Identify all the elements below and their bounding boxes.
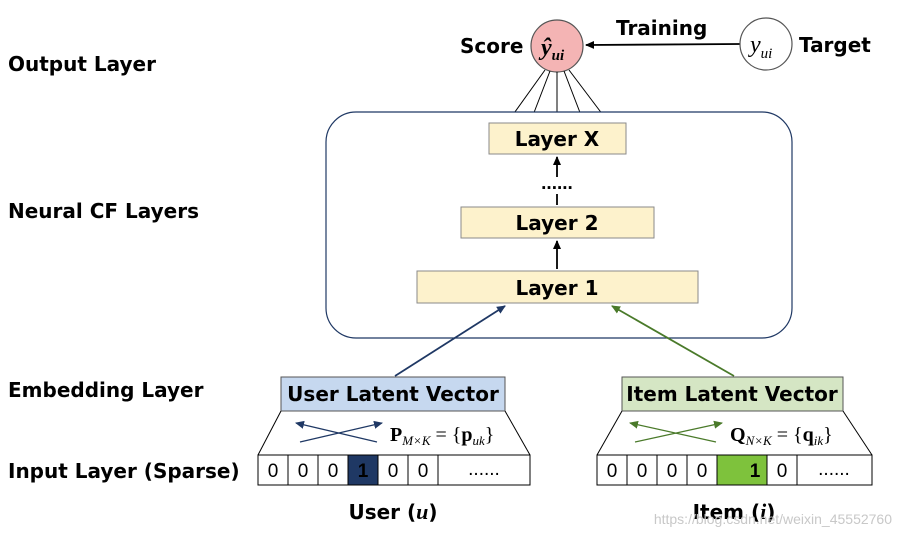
layer-x-label: Layer X <box>515 127 600 151</box>
user-cell <box>407 454 439 486</box>
item-cell-text: 0 <box>777 461 788 482</box>
item-cell-active <box>716 454 768 486</box>
user-cell-active <box>347 454 379 486</box>
layer-1-box <box>416 270 699 304</box>
neural-cf-layers-label: Neural CF Layers <box>8 199 199 223</box>
item-latent-vector-label: Item Latent Vector <box>626 382 838 406</box>
item-embedding-arrow <box>611 305 735 377</box>
item-cell <box>626 454 658 486</box>
user-caption: User (u) <box>348 499 437 524</box>
score-node <box>530 19 584 73</box>
score-symbol: ŷui <box>538 35 565 64</box>
item-cell-text: 0 <box>637 461 648 482</box>
user-cell <box>317 454 349 486</box>
user-cell-text: 0 <box>328 461 339 482</box>
training-label: Training <box>616 16 707 40</box>
target-symbol: yui <box>748 32 772 62</box>
embedding-layer-label: Embedding Layer <box>8 378 204 402</box>
layer-2-label: Layer 2 <box>516 211 599 235</box>
user-embedding-trapezoid <box>257 410 531 456</box>
user-input-vector: 0 0 0 1 0 0 ...... <box>257 454 531 486</box>
training-arrow <box>585 40 741 49</box>
item-cell-text: 0 <box>607 461 618 482</box>
user-cell-text: 0 <box>418 461 429 482</box>
target-node <box>739 17 793 71</box>
user-cell <box>257 454 289 486</box>
layer-1-label: Layer 1 <box>516 276 599 300</box>
user-cell-text: 0 <box>268 461 279 482</box>
user-cell-active-text: 1 <box>358 461 369 482</box>
item-cell <box>766 454 798 486</box>
user-cell-ellipsis-text: ...... <box>468 459 500 480</box>
target-label: Target <box>799 33 871 57</box>
user-embedding-matrix: PM×K = {puk} <box>390 424 494 448</box>
item-cell-ellipsis <box>796 454 873 486</box>
user-cell <box>377 454 409 486</box>
item-cell <box>656 454 688 486</box>
item-cell-ellipsis-text: ...... <box>818 459 850 480</box>
layer-ellipsis: ...... <box>541 173 573 194</box>
user-latent-vector-label: User Latent Vector <box>287 382 499 406</box>
layer-2-box <box>460 206 655 239</box>
item-caption: Item (i) <box>693 499 776 524</box>
item-embedding-matrix: QN×K = {qik} <box>730 424 833 448</box>
user-cell-ellipsis <box>437 454 531 486</box>
user-cell-text: 0 <box>298 461 309 482</box>
score-label: Score <box>460 34 523 58</box>
item-embedding-trapezoid <box>596 410 873 456</box>
watermark-text: https://blog.csdn.net/weixin_45552760 <box>654 511 892 527</box>
item-cell <box>686 454 718 486</box>
output-layer-label: Output Layer <box>8 52 156 76</box>
input-layer-label: Input Layer (Sparse) <box>8 459 240 483</box>
item-input-vector: 0 0 0 0 1 0 ...... <box>596 454 873 486</box>
item-cell-text: 0 <box>697 461 708 482</box>
layer-x-box <box>488 122 627 155</box>
user-embedding-arrow <box>394 305 506 377</box>
user-latent-vector-box <box>280 376 506 412</box>
item-cell-active-text: 1 <box>750 461 761 482</box>
user-cell-text: 0 <box>388 461 399 482</box>
item-cell-text: 0 <box>667 461 678 482</box>
item-latent-vector-box <box>621 376 844 412</box>
